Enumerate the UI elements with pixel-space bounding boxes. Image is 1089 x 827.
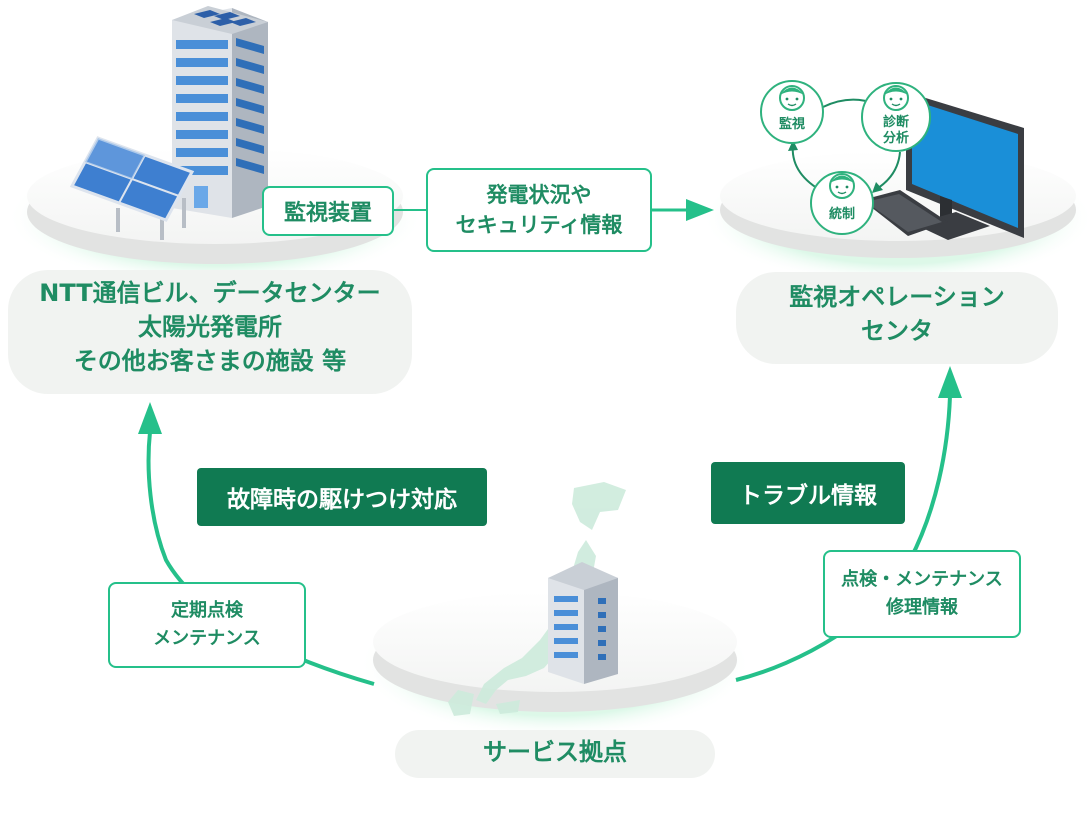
ops-label-line2: センタ [861,317,933,345]
site-label-line1: NTT通信ビル、データセンター [39,279,381,307]
periodic-maintenance-tag: 定期点検 メンテナンス [108,582,306,668]
arrowhead-up-left [138,402,162,434]
status-info-line2: セキュリティ情報 [455,213,623,237]
status-info-tag: 発電状況や セキュリティ情報 [426,168,652,252]
repair-line1: 点検・メンテナンス [841,569,1003,590]
periodic-line2: メンテナンス [153,628,261,649]
diagnosis-label-1: 診断 [883,114,909,130]
base-label: サービス拠点 [483,738,627,766]
control-label: 統制 [829,206,855,222]
rush-response-box: 故障時の駆けつけ対応 [197,468,487,526]
base-label-bg [395,730,715,778]
trouble-info-box: トラブル情報 [711,462,905,524]
monitoring-node: 監視 [760,80,824,144]
diagnosis-node: 診断 分析 [861,82,931,152]
ops-label-line1: 監視オペレーション [789,283,1005,311]
monitor-device-label: 監視装置 [283,201,372,226]
site-label-line3: その他お客さまの施設 等 [73,347,347,375]
office-building-icon [172,6,268,218]
repair-info-tag: 点検・メンテナンス 修理情報 [823,550,1021,638]
periodic-line1: 定期点検 [171,600,243,621]
service-building-icon [548,562,618,684]
site-label-line2: 太陽光発電所 [138,313,282,341]
control-node: 統制 [810,171,874,235]
ops-label: 監視オペレーション センタ [738,280,1056,348]
solar-panel-icon [69,136,195,240]
monitor-device-tag: 監視装置 [262,186,394,236]
keyboard-icon [862,190,948,236]
ops-cycle: 監視 診断 分析 統制 [760,80,931,235]
monitoring-label: 監視 [779,116,805,132]
diagnosis-label-2: 分析 [883,130,909,146]
ops-label-bg [736,272,1058,364]
status-info-line1: 発電状況や [486,183,592,207]
arrowhead-right [686,199,714,221]
repair-line2: 修理情報 [886,597,958,618]
site-label: NTT通信ビル、データセンター 太陽光発電所 その他お客さまの施設 等 [10,276,410,378]
site-label-bg [8,270,412,394]
arrowhead-up-right [938,366,962,398]
arrow-heads [138,199,962,434]
